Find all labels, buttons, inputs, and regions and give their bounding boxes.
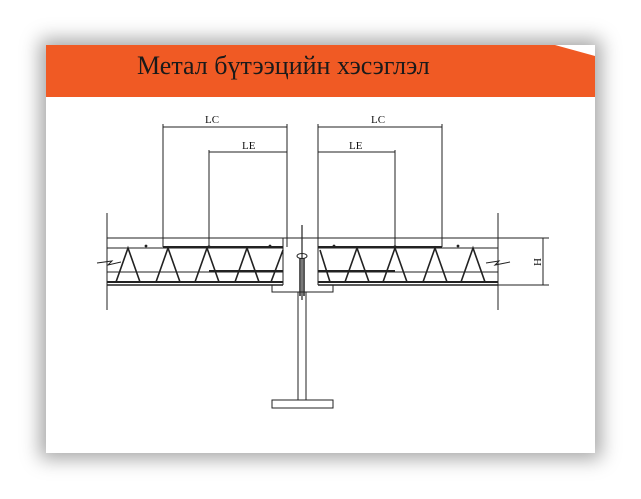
rebar-dots [144, 244, 460, 249]
dimension-le-right: LE [318, 140, 396, 247]
dimension-h: H [498, 237, 549, 286]
label-le-left: LE [242, 140, 256, 152]
break-mark-right [485, 260, 511, 266]
dimension-lc-right: LC [317, 114, 443, 247]
label-h: H [532, 258, 544, 266]
label-le-right: LE [349, 140, 363, 152]
header-corner-fold [555, 45, 595, 56]
slide-title: Метал бүтээцийн хэсэглэл [137, 51, 430, 80]
dimension-lc-left: LC [162, 114, 288, 247]
dimension-le-left: LE [208, 140, 287, 247]
label-lc-right: LC [371, 114, 385, 126]
truss-left [115, 245, 284, 283]
shear-stud [296, 225, 308, 300]
steel-i-beam [271, 285, 334, 409]
label-lc-left: LC [205, 114, 219, 126]
break-mark-left [96, 260, 122, 266]
slide: Метал бүтээцийн хэсэглэл [46, 45, 595, 453]
slide-header: Метал бүтээцийн хэсэглэл [46, 45, 595, 97]
truss-right [319, 245, 486, 283]
